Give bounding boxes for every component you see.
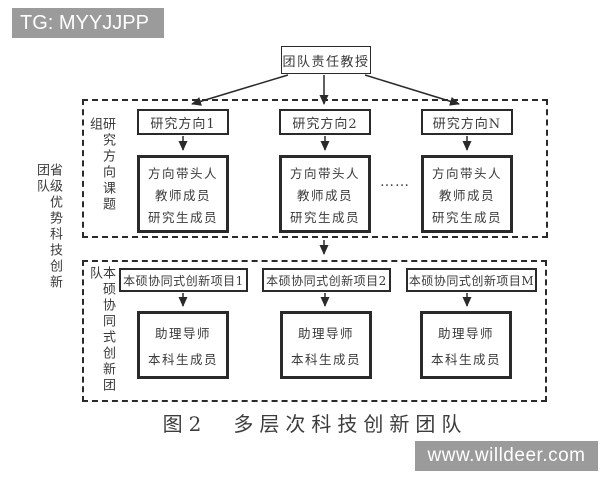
label-provincial-team: 省级优势科技创新团队 [34, 163, 62, 291]
group-research-directions [82, 99, 548, 238]
member-line: 教师成员 [438, 187, 495, 203]
member-line: 教师成员 [154, 187, 211, 203]
member-line: 研究生成员 [147, 209, 218, 225]
label-collaborative-team: 本硕协同式创新团队 [87, 266, 115, 394]
node-direction-1-members: 方向带头人 教师成员 研究生成员 [137, 155, 229, 233]
member-line: 助理导师 [154, 325, 211, 341]
member-line: 研究生成员 [289, 209, 360, 225]
node-project-1-members: 助理导师 本科生成员 [137, 311, 229, 379]
member-line: 本科生成员 [290, 351, 361, 367]
member-line: 研究生成员 [431, 209, 502, 225]
group-collaborative-team [82, 260, 547, 402]
member-line: 本科生成员 [430, 351, 501, 367]
node-direction-n: 研究方向N [421, 109, 513, 135]
node-team-professor: 团队责任教授 [281, 46, 371, 74]
member-line: 方向带头人 [431, 165, 502, 181]
member-line: 教师成员 [296, 187, 353, 203]
ellipsis-more-directions: …… [380, 174, 410, 190]
member-line: 方向带头人 [289, 165, 360, 181]
node-project-m: 本硕协同式创新项目M [406, 268, 537, 292]
node-direction-2-members: 方向带头人 教师成员 研究生成员 [279, 155, 371, 233]
member-line: 助理导师 [297, 325, 354, 341]
watermark-bottom-right: www.willdeer.com [415, 441, 598, 471]
member-line: 助理导师 [437, 325, 494, 341]
node-direction-2: 研究方向2 [279, 109, 371, 135]
member-line: 本科生成员 [147, 351, 218, 367]
node-direction-n-members: 方向带头人 教师成员 研究生成员 [421, 155, 513, 233]
member-line: 方向带头人 [147, 165, 218, 181]
node-project-2-members: 助理导师 本科生成员 [280, 311, 372, 379]
node-project-m-members: 助理导师 本科生成员 [420, 311, 512, 379]
watermark-top-left: TG: MYYJJPP [12, 8, 164, 38]
node-direction-1: 研究方向1 [137, 109, 229, 135]
node-project-1: 本硕协同式创新项目1 [119, 268, 248, 292]
label-research-topic-group: 研究方向课题组 [87, 117, 115, 213]
node-project-2: 本硕协同式创新项目2 [262, 268, 391, 292]
figure-caption: 图2 多层次科技创新团队 [162, 412, 468, 436]
